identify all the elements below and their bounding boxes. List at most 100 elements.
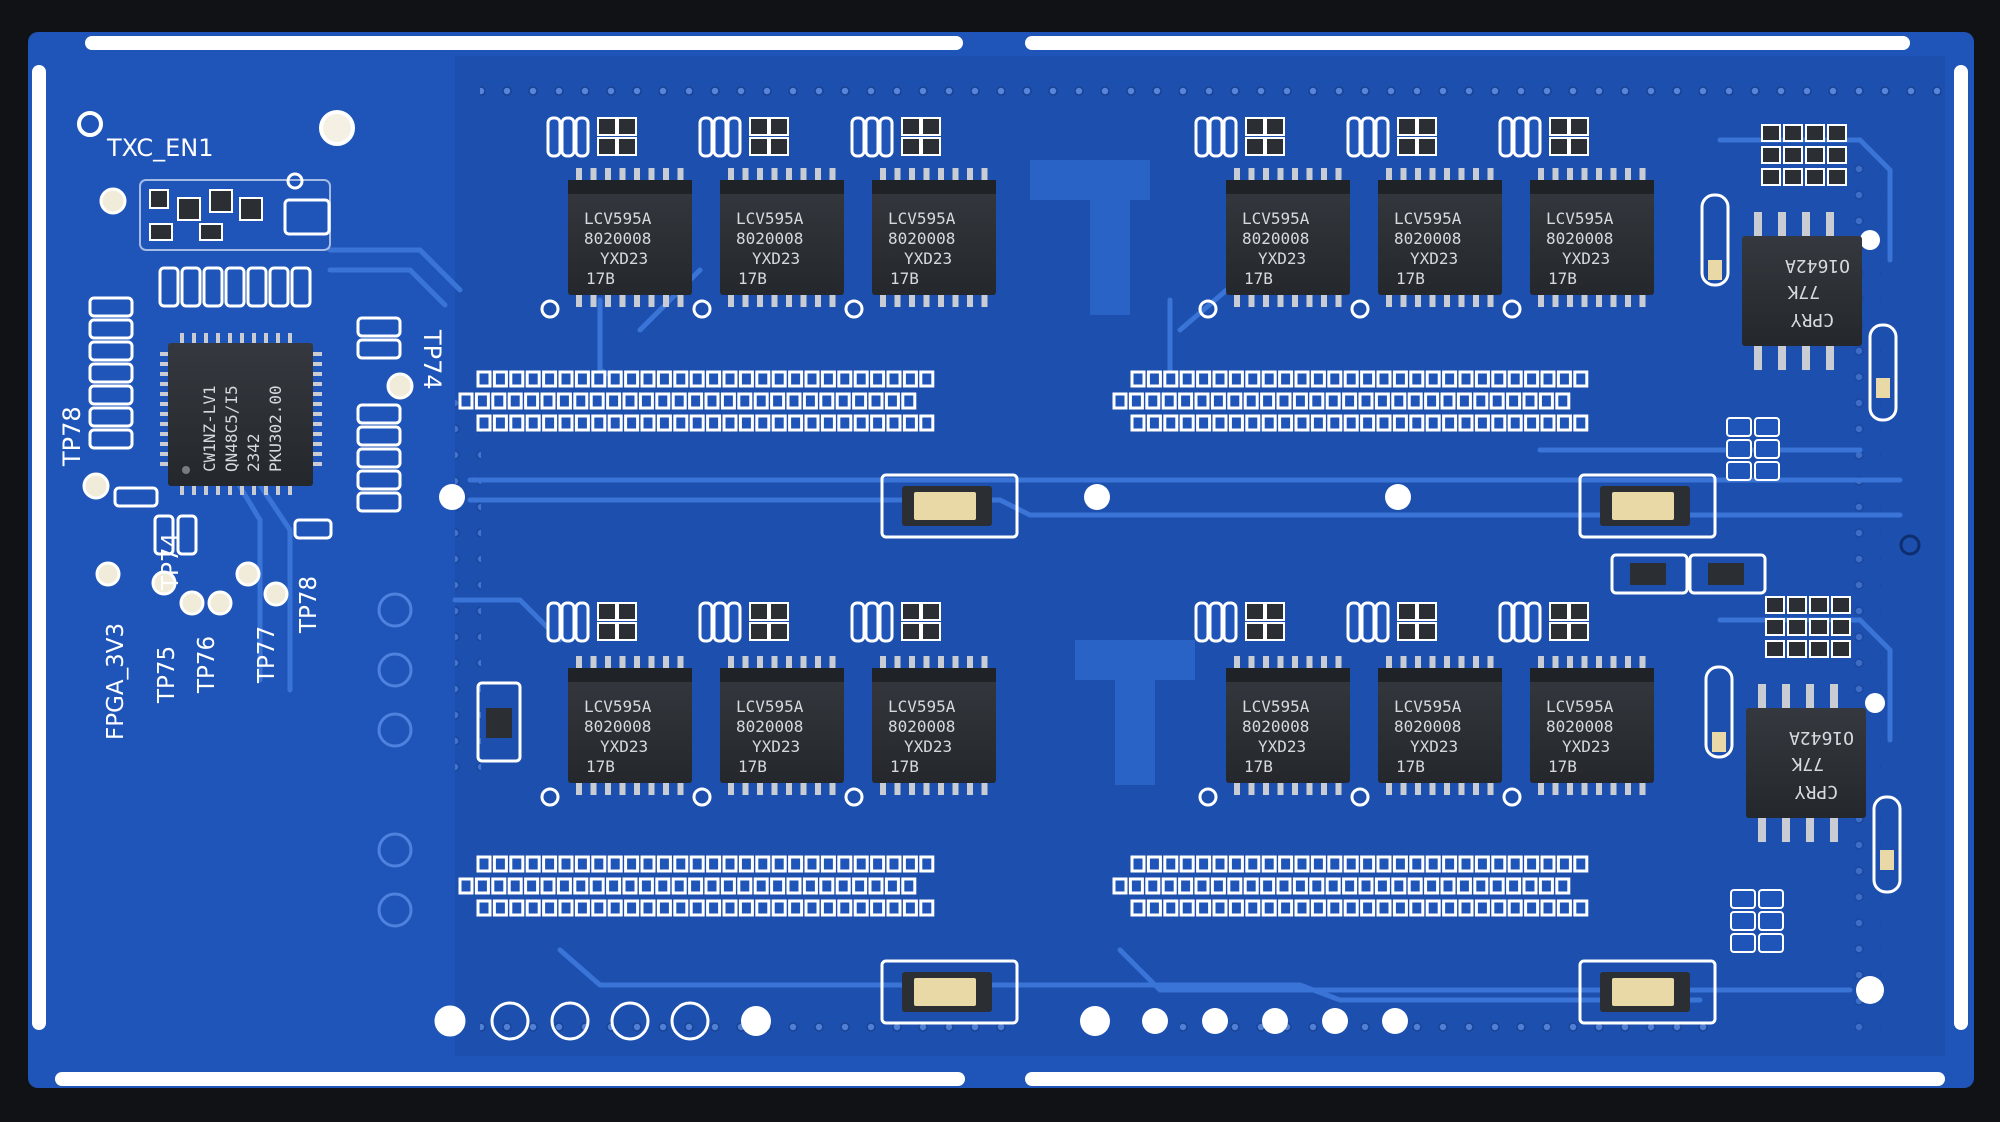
chip-marking: LCV595A <box>888 209 956 228</box>
edge-bar-top-right <box>1025 36 1910 50</box>
chip-marking: YXD23 <box>1258 737 1306 756</box>
chip-marking: LCV595A <box>1394 697 1462 716</box>
chip-marking: LCV595A <box>888 697 956 716</box>
edge-bar-top-left <box>85 36 963 50</box>
chip-marking: LCV595A <box>1394 209 1462 228</box>
pcb-board <box>28 32 1974 1088</box>
pin1-marker <box>77 111 103 137</box>
chip-marking: 17B <box>1244 757 1273 776</box>
chip-marking: YXD23 <box>1258 249 1306 268</box>
edge-bar-right <box>1954 65 1968 1030</box>
fuse-pad <box>1612 978 1674 1006</box>
shift-register-block: LCV595A8020008YXD2317BLCV595A8020008YXD2… <box>458 116 1019 539</box>
chip-marking: YXD23 <box>1562 249 1610 268</box>
chip-marking: 8020008 <box>584 229 651 248</box>
chip-marking: 17B <box>1548 757 1577 776</box>
chip-marking: LCV595A <box>736 697 804 716</box>
shift-register-chip <box>1378 668 1502 783</box>
chip-marking: LCV595A <box>1546 697 1614 716</box>
chip-marking: LCV595A <box>1546 209 1614 228</box>
label-tp74-top: TP74 <box>418 329 446 390</box>
chip-marking: 8020008 <box>584 717 651 736</box>
chip-marking: 17B <box>890 757 919 776</box>
shift-register-block: LCV595A8020008YXD2317BLCV595A8020008YXD2… <box>1112 601 1717 1025</box>
chip-marking: 8020008 <box>1242 717 1309 736</box>
label-tp78-left: TP78 <box>58 406 86 467</box>
chip-marking: 8020008 <box>1242 229 1309 248</box>
mcu-area: TXC_EN1 <box>58 111 446 740</box>
chip-marking: 17B <box>1548 269 1577 288</box>
chip-marking: YXD23 <box>1410 737 1458 756</box>
mcu-line-1: CW1NZ-LV1 <box>200 385 219 472</box>
chip-marking: LCV595A <box>1242 697 1310 716</box>
test-point <box>99 187 127 215</box>
fuse-pad <box>914 978 976 1006</box>
shift-register-chip <box>1530 180 1654 295</box>
chip-marking: YXD23 <box>1410 249 1458 268</box>
chip-marking: YXD23 <box>904 737 952 756</box>
chip-marking: 8020008 <box>1546 229 1613 248</box>
chip-marking: LCV595A <box>1242 209 1310 228</box>
chip-marking: 8020008 <box>1394 229 1461 248</box>
label-tp76: TP76 <box>194 636 220 694</box>
opamp-chip <box>1742 236 1862 346</box>
shift-register-chip <box>1530 668 1654 783</box>
chip-marking: 8020008 <box>1546 717 1613 736</box>
chip-marking: 8020008 <box>888 229 955 248</box>
label-tp77: TP77 <box>254 626 280 684</box>
chip-marking: 8020008 <box>736 717 803 736</box>
chip-marking: YXD23 <box>752 249 800 268</box>
chip-marking: 17B <box>738 757 767 776</box>
chip-marking: 17B <box>890 269 919 288</box>
chip-marking: 8020008 <box>736 229 803 248</box>
label-tp74-bottom: TP74 <box>158 533 184 591</box>
shift-register-block: LCV595A8020008YXD2317BLCV595A8020008YXD2… <box>458 601 1019 1025</box>
mcu-line-4: PKU302.00 <box>266 385 285 472</box>
chip-marking: 17B <box>586 757 615 776</box>
opamp-marking: 77K <box>1791 753 1824 774</box>
chip-marking: YXD23 <box>752 737 800 756</box>
chip-marking: LCV595A <box>584 697 652 716</box>
mcu-line-3: 2342 <box>244 433 263 472</box>
chip-marking: 17B <box>1244 269 1273 288</box>
shift-register-chip <box>1226 668 1350 783</box>
shift-register-chip <box>1226 180 1350 295</box>
chip-marking: 17B <box>738 269 767 288</box>
chip-marking: 8020008 <box>1394 717 1461 736</box>
chip-marking: 17B <box>1396 269 1425 288</box>
chip-marking: LCV595A <box>736 209 804 228</box>
chip-marking: YXD23 <box>600 249 648 268</box>
label-tp78-bottom: TP78 <box>296 576 322 634</box>
shift-register-chip <box>872 668 996 783</box>
edge-bar-left <box>32 65 46 1030</box>
opamp-marking: CPRY <box>1794 781 1838 802</box>
chip-marking: YXD23 <box>904 249 952 268</box>
chip-marking: 8020008 <box>888 717 955 736</box>
label-txc-en1: TXC_EN1 <box>106 134 214 162</box>
shift-register-quadrants: LCV595A8020008YXD2317BLCV595A8020008YXD2… <box>458 116 1767 1025</box>
mcu-chip <box>168 343 313 486</box>
chip-marking: YXD23 <box>600 737 648 756</box>
chip-marking: LCV595A <box>584 209 652 228</box>
shift-register-chip <box>720 668 844 783</box>
fuse-pad <box>914 492 976 520</box>
opamp-marking: CPRY <box>1790 309 1834 330</box>
opamp-marking: 77K <box>1787 281 1820 302</box>
edge-bar-bottom-right <box>1025 1072 1945 1086</box>
chip-marking: 17B <box>586 269 615 288</box>
opamp-block: O1642A 77K CPRY <box>1700 124 1898 481</box>
opamp-marking: O1642A <box>1785 255 1850 276</box>
opamp-chip <box>1746 708 1866 818</box>
shift-register-chip <box>872 180 996 295</box>
chip-marking: YXD23 <box>1562 737 1610 756</box>
fuse-pad <box>1612 492 1674 520</box>
shift-register-chip <box>720 180 844 295</box>
label-fpga-3v3: FPGA_3V3 <box>103 623 129 740</box>
shift-register-chip <box>1378 180 1502 295</box>
mcu-line-2: QN48C5/I5 <box>222 385 241 472</box>
shift-register-chip <box>568 668 692 783</box>
test-point-cluster <box>95 561 289 616</box>
